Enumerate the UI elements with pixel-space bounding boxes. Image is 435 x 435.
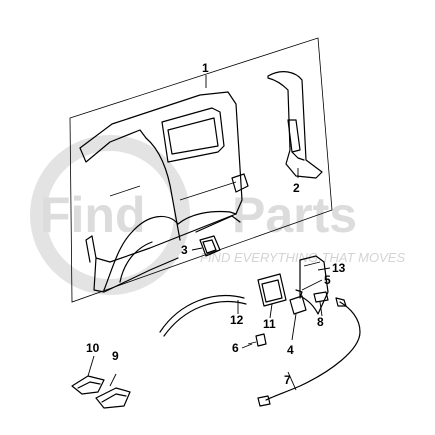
callout-12: 12 bbox=[230, 313, 244, 327]
callout-labels: 1 2 3 4 5 6 7 8 9 10 11 12 13 bbox=[86, 61, 346, 387]
watermark-brand-left: Find bbox=[40, 187, 146, 243]
quarter-panel-drawing bbox=[79, 91, 249, 293]
fuel-pocket-drawing bbox=[199, 235, 221, 257]
callout-4: 4 bbox=[287, 343, 294, 357]
callout-6: 6 bbox=[232, 341, 239, 355]
watermark-brand-right: Parts bbox=[232, 187, 357, 243]
clip-drawing bbox=[247, 333, 267, 347]
callout-1: 1 bbox=[202, 61, 209, 75]
brackets-drawing bbox=[71, 375, 131, 409]
callout-3: 3 bbox=[181, 243, 188, 257]
callout-8: 8 bbox=[317, 315, 324, 329]
watermark: Find Parts FIND EVERYTHING THAT MOVES bbox=[30, 135, 405, 295]
fuel-door-drawing bbox=[257, 273, 287, 307]
callout-7: 7 bbox=[284, 373, 291, 387]
callout-2: 2 bbox=[293, 181, 300, 195]
wheel-molding-drawing bbox=[159, 295, 247, 337]
callout-11: 11 bbox=[263, 317, 276, 331]
callout-13: 13 bbox=[332, 261, 346, 275]
callout-10: 10 bbox=[86, 341, 100, 355]
leader-lines bbox=[87, 75, 331, 391]
callout-5: 5 bbox=[324, 273, 331, 287]
callout-9: 9 bbox=[112, 349, 119, 363]
release-cable-drawing bbox=[257, 297, 361, 407]
panel-group-outline bbox=[69, 37, 333, 303]
fuel-cap-drawing bbox=[289, 295, 307, 315]
latch-drawing bbox=[295, 289, 329, 303]
pillar-drawing bbox=[267, 71, 323, 179]
watermark-ring-icon bbox=[30, 135, 190, 295]
watermark-tagline: FIND EVERYTHING THAT MOVES bbox=[200, 250, 405, 265]
